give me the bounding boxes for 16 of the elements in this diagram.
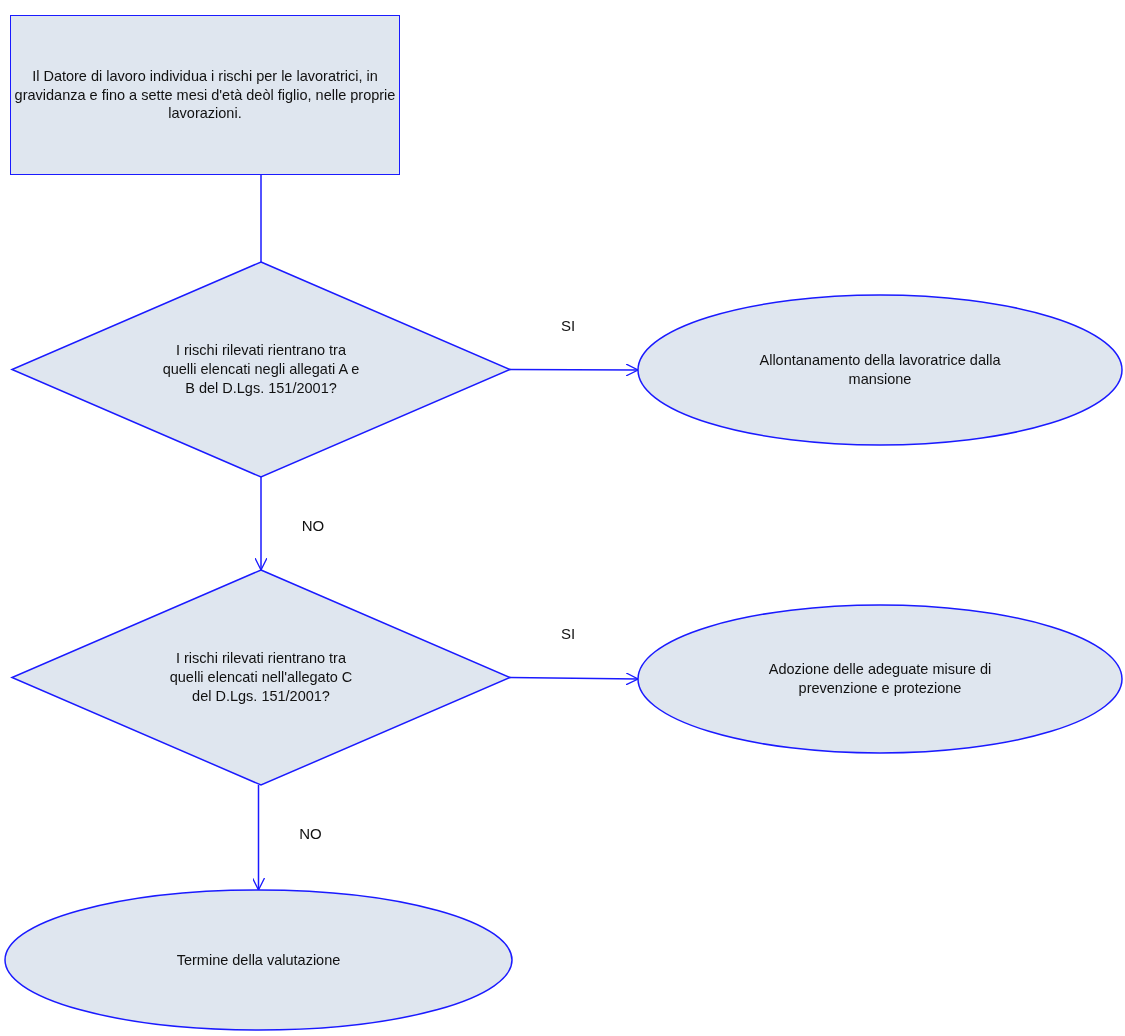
- terminal-ellipse: [5, 890, 512, 1030]
- node-text: Il Datore di lavoro individua i rischi per le lavoratrici, in gravidanza e fino a sette mesi d'età deòl figlio, nelle proprie lavorazioni.: [13, 66, 397, 124]
- arrow: [509, 363, 639, 377]
- decision-diamond: [12, 570, 510, 785]
- node-text: Termine della valutazione: [176, 950, 341, 970]
- node-text: Adozione delle adeguate misure di prevenzione e protezione: [767, 660, 993, 698]
- node-text: I rischi rilevati rientrano tra quelli elencati negli allegati A e B del D.Lgs. 151/2001?: [161, 341, 361, 398]
- process-box: [10, 15, 400, 175]
- terminal-ellipse: [638, 295, 1122, 445]
- arrow: [509, 672, 639, 686]
- arrow: [254, 476, 268, 571]
- node-text: Allontanamento della lavoratrice dalla mansione: [758, 351, 1002, 389]
- decision-diamond: [12, 262, 510, 477]
- node-text: I rischi rilevati rientrano tra quelli elencati nell'allegato C del D.Lgs. 151/2001?: [168, 649, 354, 706]
- terminal-ellipse: [638, 605, 1122, 753]
- arrow: [251, 784, 266, 891]
